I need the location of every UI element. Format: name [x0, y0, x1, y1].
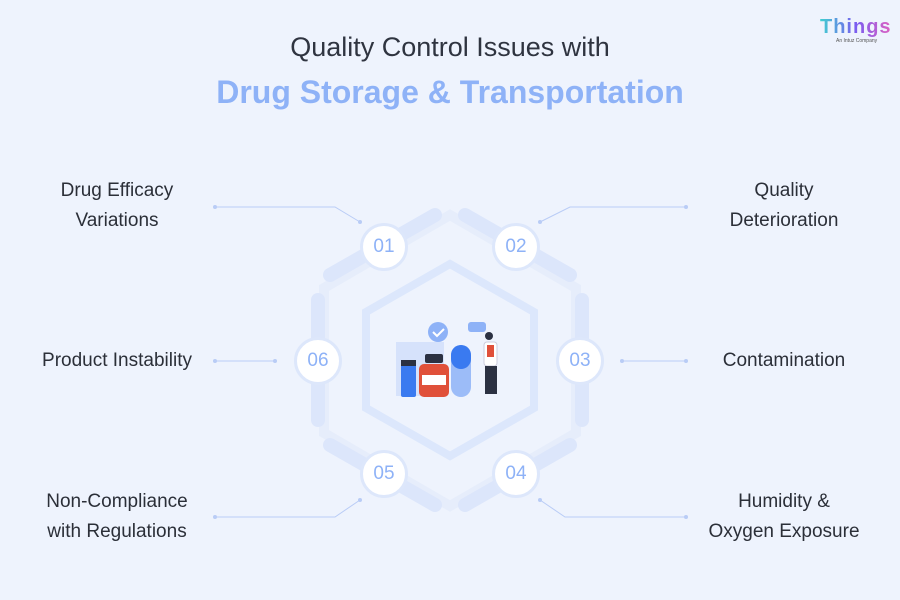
- connector-02: [539, 206, 687, 223]
- connector-04: [539, 499, 687, 518]
- inner-hexagon: [362, 259, 538, 461]
- outer-hexagon: [319, 209, 581, 512]
- page-subtitle: Drug Storage & Transportation: [216, 74, 684, 110]
- step-badge-03: 03: [556, 337, 604, 385]
- connector-05: [214, 499, 361, 518]
- label-04: Humidity &Oxygen Exposure: [708, 491, 860, 542]
- label-06: Product Instability: [42, 350, 192, 371]
- step-badge-05: 05: [360, 450, 408, 498]
- connector-01: [214, 206, 361, 223]
- label-03: Contamination: [722, 350, 846, 371]
- step-badge-01: 01: [360, 223, 408, 271]
- step-badge-02: 02: [492, 223, 540, 271]
- logo-tagline: An Intuz Company: [836, 38, 878, 44]
- medicine-illustration: [396, 322, 498, 397]
- logo: Things: [820, 16, 892, 38]
- step-badge-04: 04: [492, 450, 540, 498]
- step-badge-06: 06: [294, 337, 342, 385]
- page-title: Quality Control Issues with: [290, 32, 610, 62]
